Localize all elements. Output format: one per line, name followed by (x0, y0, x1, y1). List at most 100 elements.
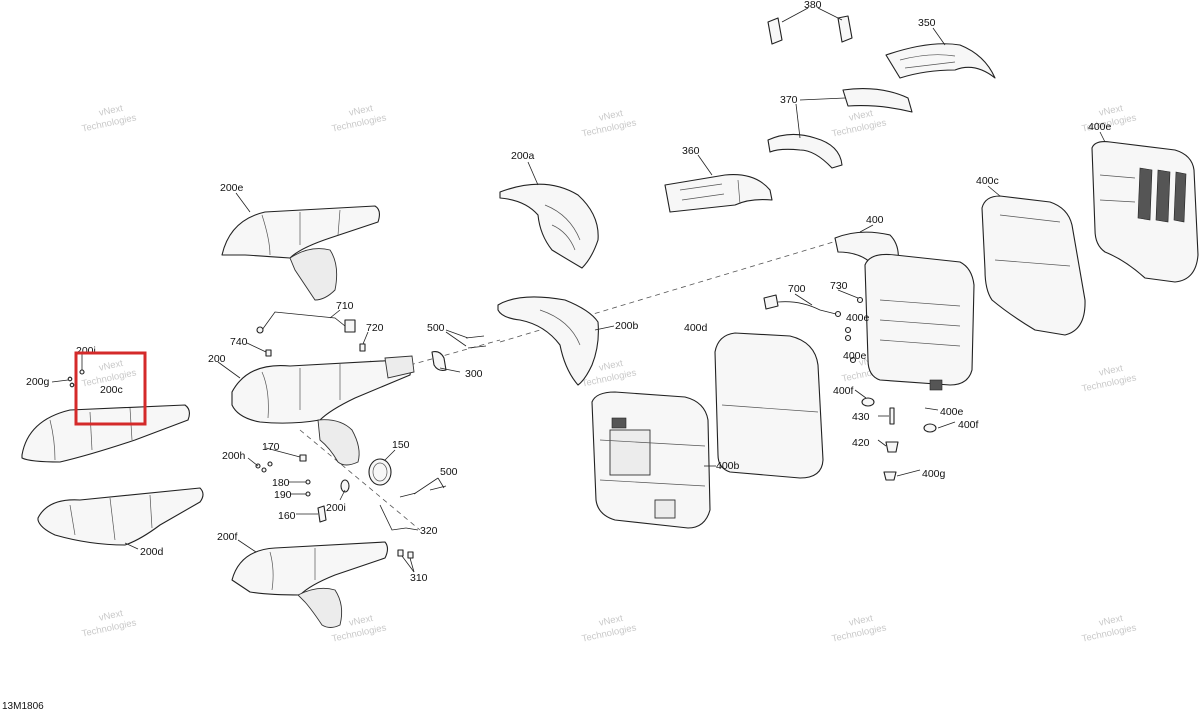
watermark: vNext (1098, 613, 1124, 629)
part-200e[interactable] (221, 205, 381, 301)
watermark: vNext (1098, 363, 1124, 379)
label-710: 710 (336, 300, 354, 312)
label-360: 360 (682, 145, 700, 157)
label-400e-top: 400e (1088, 121, 1112, 133)
label-200c: 200c (100, 384, 123, 396)
part-400f[interactable] (861, 397, 937, 433)
label-420: 420 (852, 437, 870, 449)
diagram-code: 13M1806 (2, 701, 44, 712)
label-200i-top: 200i (76, 345, 96, 357)
part-400e-top[interactable] (1091, 141, 1199, 283)
assembly-lines (299, 239, 841, 531)
assembly-line (409, 339, 501, 366)
part-350[interactable] (885, 43, 996, 79)
part-730[interactable] (856, 296, 864, 304)
label-200e: 200e (220, 182, 244, 194)
label-700: 700 (788, 283, 806, 295)
label-430: 430 (852, 411, 870, 423)
watermark: vNext (348, 103, 374, 119)
part-200g[interactable] (67, 376, 75, 388)
label-720: 720 (366, 322, 384, 334)
label-500-top: 500 (427, 322, 445, 334)
part-320[interactable] (379, 504, 407, 531)
label-190: 190 (274, 489, 292, 501)
part-400c[interactable] (981, 195, 1086, 336)
part-200d[interactable] (37, 487, 204, 546)
part-200i-top[interactable] (79, 369, 85, 375)
part-160[interactable] (317, 505, 327, 523)
part-200b[interactable] (497, 296, 599, 386)
label-500-bottom: 500 (440, 466, 458, 478)
part-200h[interactable] (255, 461, 273, 473)
part-150[interactable] (368, 458, 392, 486)
label-160: 160 (278, 510, 296, 522)
highlight-box-200c (74, 351, 147, 426)
part-300[interactable] (431, 351, 447, 371)
label-350: 350 (918, 17, 936, 29)
part-200f[interactable] (231, 541, 389, 628)
watermark: vNext (98, 103, 124, 119)
part-400g[interactable] (883, 471, 897, 481)
label-170: 170 (262, 441, 280, 453)
watermark: vNext (598, 108, 624, 124)
part-420[interactable] (885, 441, 899, 453)
part-700[interactable] (763, 294, 842, 318)
label-740: 740 (230, 336, 248, 348)
label-200: 200 (208, 353, 226, 365)
label-200h: 200h (222, 450, 246, 462)
part-430[interactable] (889, 407, 895, 425)
watermark: vNext (98, 608, 124, 624)
label-370: 370 (780, 94, 798, 106)
label-400f-b: 400f (958, 419, 979, 431)
label-400f-a: 400f (833, 385, 854, 397)
part-720[interactable] (359, 343, 366, 352)
label-400d: 400d (684, 322, 708, 334)
label-150: 150 (392, 439, 410, 451)
label-200f: 200f (217, 531, 238, 543)
leader-lines (51, 7, 1106, 573)
assembly-line (299, 429, 421, 531)
watermark: vNext (848, 613, 874, 629)
label-200d: 200d (140, 546, 164, 558)
label-200i-bottom: 200i (326, 502, 346, 514)
part-200i-bottom[interactable] (340, 479, 350, 493)
label-400e-c: 400e (843, 350, 867, 362)
part-200[interactable] (231, 355, 415, 466)
part-400d[interactable] (714, 332, 824, 479)
label-200g: 200g (26, 376, 50, 388)
watermark: vNext (598, 358, 624, 374)
label-400e-b: 400e (846, 312, 870, 324)
part-200c[interactable] (21, 404, 191, 463)
watermark: vNext (98, 358, 124, 374)
label-180: 180 (272, 477, 290, 489)
part-400[interactable] (834, 231, 975, 391)
part-400b[interactable] (591, 391, 711, 529)
part-740[interactable] (265, 349, 272, 357)
label-400c: 400c (976, 175, 999, 187)
label-200b: 200b (615, 320, 639, 332)
part-170[interactable] (299, 454, 307, 462)
watermark: vNext (848, 108, 874, 124)
part-labels: 380 350 370 360 200a 200e 400e 400c 400 … (26, 0, 1112, 584)
part-180-190[interactable] (305, 479, 311, 497)
watermark: vNext (598, 613, 624, 629)
label-400b: 400b (716, 460, 740, 472)
label-400: 400 (866, 214, 884, 226)
label-730: 730 (830, 280, 848, 292)
watermark: vNext (348, 613, 374, 629)
part-370[interactable] (767, 88, 913, 169)
part-710[interactable] (256, 311, 356, 334)
label-400g: 400g (922, 468, 946, 480)
label-200a: 200a (511, 150, 535, 162)
label-400e-d: 400e (940, 406, 964, 418)
label-320: 320 (420, 525, 438, 537)
part-380[interactable] (767, 15, 853, 45)
part-500-top[interactable] (465, 335, 487, 349)
part-310[interactable] (397, 549, 414, 559)
watermark: vNext (1098, 103, 1124, 119)
part-400e-small[interactable] (844, 326, 857, 364)
label-300: 300 (465, 368, 483, 380)
part-200a[interactable] (499, 183, 599, 269)
part-360[interactable] (664, 174, 773, 213)
